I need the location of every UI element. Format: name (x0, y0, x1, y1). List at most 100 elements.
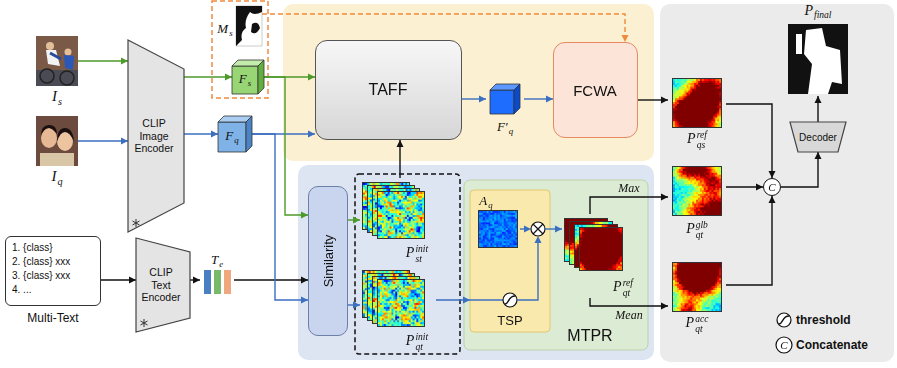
subscript: qt (415, 342, 428, 352)
superscript: ref (623, 278, 633, 288)
taff-module: TAFF (315, 40, 462, 140)
connector (234, 277, 308, 284)
connector (190, 277, 200, 284)
connector (262, 14, 629, 42)
arrow-head (463, 297, 470, 304)
superscript: init (415, 332, 428, 342)
subscript: e (219, 260, 223, 269)
photo (36, 116, 78, 166)
arrow-head (353, 217, 360, 224)
panel-label: TSP (497, 313, 522, 328)
legend-text: threshold (796, 313, 851, 327)
subscript: qt (623, 288, 633, 298)
similarity-label: Similarity (320, 234, 335, 287)
decoder-label: Decoder (799, 132, 837, 143)
connector (436, 297, 470, 304)
arrow-head (479, 96, 486, 103)
prompt-line: 3. {class} xxx (12, 270, 70, 281)
feature-cube (490, 84, 520, 114)
prior-panel (298, 165, 654, 360)
connector (348, 302, 360, 309)
arrow-head (301, 277, 308, 284)
text-embedding: Te (200, 254, 234, 296)
mask-image (788, 24, 848, 94)
heatmap (377, 191, 425, 239)
connector (781, 152, 822, 187)
index-stack: accqt (695, 314, 708, 334)
arrow-head (225, 74, 232, 81)
connector-line (590, 298, 668, 306)
math-label: F′q (497, 120, 513, 136)
arrow-head (622, 35, 629, 42)
encoder-label: CLIP Text Encoder (139, 266, 183, 304)
prior-stack: Pinitst (360, 178, 436, 264)
connector (184, 74, 232, 81)
concat-circle: C (763, 178, 781, 196)
connector-line (264, 77, 308, 215)
symbol: P (804, 3, 813, 18)
symbol: M (217, 21, 228, 36)
prompt-line: 2. {class} xxx (12, 256, 70, 267)
math-label: Ms (217, 22, 232, 38)
attention-map: Aq (474, 194, 520, 250)
symbol: P (687, 131, 696, 146)
heatmap (579, 227, 623, 271)
photo (36, 36, 78, 86)
index-stack: refqs (697, 130, 707, 150)
arrow-head (815, 96, 822, 103)
similarity-box: Similarity (308, 186, 348, 336)
symbol: P (686, 315, 695, 330)
connector-line (262, 14, 625, 42)
subscript: q (488, 201, 492, 210)
legend-symbol-label: C (780, 339, 787, 351)
connector-line (78, 140, 128, 141)
arrow-head (546, 96, 553, 103)
index-stack: s (229, 29, 232, 38)
connector (815, 96, 822, 122)
mtpr-background (464, 180, 648, 350)
superscript: glb (696, 220, 708, 230)
math-label: Prefqs (687, 130, 707, 150)
arrow-head (769, 196, 776, 203)
arrow-head (353, 302, 360, 309)
refined-query-feature: F′q (486, 84, 524, 142)
symbol: P (406, 245, 415, 260)
index-stack: s (248, 79, 251, 88)
threshold-symbol (503, 293, 517, 307)
connector (101, 277, 136, 284)
connector (462, 96, 486, 103)
arrow-head (555, 226, 562, 233)
mask-image (236, 6, 262, 46)
arrow-head (535, 236, 542, 243)
subscript: qs (697, 140, 707, 150)
connector-line (184, 76, 232, 77)
connector (264, 77, 308, 219)
tsp-background (470, 190, 550, 332)
index-stack: glbqt (696, 220, 708, 240)
feature-cube (218, 116, 252, 152)
connector (78, 58, 128, 65)
prior-map: Prefqs (668, 78, 726, 150)
index-stack: refqt (623, 278, 633, 298)
text-encoder: CLIP Text Encoder (136, 238, 190, 332)
superscript: ref (697, 130, 707, 140)
legend-text: Concatenate (796, 338, 868, 352)
panel-label: MTPR (567, 327, 612, 345)
tsp-panel: TSP Aq (470, 190, 550, 332)
subscript: q (234, 136, 238, 145)
query-image: Iq (36, 116, 78, 188)
prior-map: Pglbqt (668, 166, 726, 240)
index-stack: e (219, 260, 223, 269)
arrow-head (308, 131, 315, 138)
connector-line (726, 196, 772, 285)
threshold-curve (505, 296, 515, 304)
edge-label: Max (618, 181, 639, 196)
multiply-symbol (531, 222, 545, 236)
arrow-head (121, 138, 128, 145)
mtpr-panel: MTPR TSP Aq Prefqt (464, 180, 648, 350)
heatmap (672, 78, 722, 128)
connector (252, 134, 308, 304)
connector (184, 131, 218, 138)
arrow-head (397, 140, 404, 147)
refined-prior-stack: Prefqt (562, 214, 642, 298)
